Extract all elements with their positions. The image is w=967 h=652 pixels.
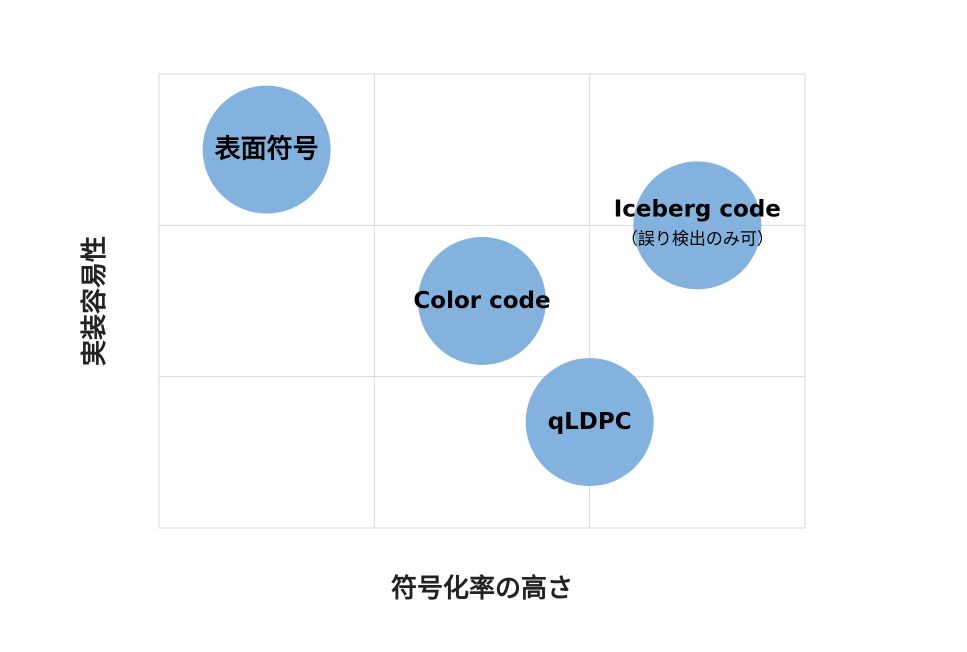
bubble-label: Color code xyxy=(413,288,550,314)
bubble-point: Color code xyxy=(413,237,551,365)
bubble-label: qLDPC xyxy=(548,409,632,435)
bubble-label: Iceberg code xyxy=(614,196,781,222)
bubble-label: 表面符号 xyxy=(215,134,319,165)
bubble-point: 表面符号 xyxy=(202,85,331,214)
bubble-sublabel: （誤り検出のみ可） xyxy=(621,229,774,249)
bubbles: 表面符号 Iceberg code （誤り検出のみ可） Color code qLDPC xyxy=(202,85,781,487)
bubble-point: qLDPC xyxy=(525,358,654,487)
bubble-circle xyxy=(202,85,331,214)
bubble-circle xyxy=(633,161,762,290)
bubble-circle xyxy=(525,358,654,487)
y-axis-title: 実装容易性 xyxy=(79,236,110,366)
x-axis-title: 符号化率の高さ xyxy=(391,573,573,604)
bubble-point: Iceberg code （誤り検出のみ可） xyxy=(614,161,781,290)
plot-border xyxy=(158,73,806,529)
bubble-circle xyxy=(418,237,546,365)
